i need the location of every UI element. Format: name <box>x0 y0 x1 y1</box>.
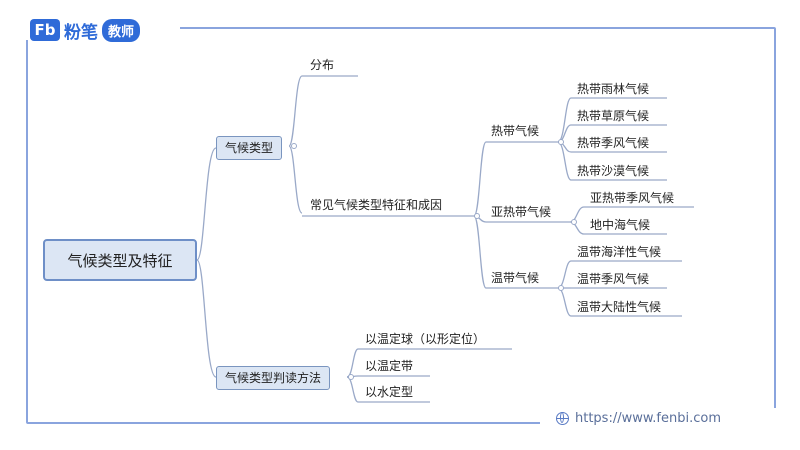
logo-mark: Fb <box>30 19 60 41</box>
node-tropical[interactable]: 热带气候 <box>491 124 540 138</box>
footer-url-text: https://www.fenbi.com <box>575 411 722 426</box>
node-climate-types[interactable]: 气候类型 <box>216 136 283 160</box>
node-temperate[interactable]: 温带气候 <box>491 271 540 285</box>
fenbi-logo: Fb 粉笔 教师 <box>30 18 141 43</box>
leaf-method-zone[interactable]: 以温定带 <box>365 359 414 373</box>
leaf-tropical-desert[interactable]: 热带沙漠气候 <box>577 164 650 178</box>
frame-gap-bottom <box>540 408 780 436</box>
globe-icon <box>556 412 569 425</box>
leaf-method-type[interactable]: 以水定型 <box>365 385 414 399</box>
leaf-temperate-continental[interactable]: 温带大陆性气候 <box>577 300 662 314</box>
logo-badge: 教师 <box>102 18 141 42</box>
node-identification-methods[interactable]: 气候类型判读方法 <box>216 366 331 390</box>
leaf-subtropical-monsoon[interactable]: 亚热带季风气候 <box>590 191 675 205</box>
leaf-temperate-monsoon[interactable]: 温带季风气候 <box>577 272 650 286</box>
node-features[interactable]: 常见气候类型特征和成因 <box>310 198 443 212</box>
root-node[interactable]: 气候类型及特征 <box>43 239 197 281</box>
leaf-tropical-savanna[interactable]: 热带草原气候 <box>577 109 650 123</box>
leaf-tropical-rainforest[interactable]: 热带雨林气候 <box>577 82 650 96</box>
node-distribution[interactable]: 分布 <box>310 58 335 72</box>
leaf-tropical-monsoon[interactable]: 热带季风气候 <box>577 136 650 150</box>
footer-url[interactable]: https://www.fenbi.com <box>556 411 721 426</box>
node-subtropical[interactable]: 亚热带气候 <box>491 205 552 219</box>
logo-text: 粉笔 <box>64 22 98 43</box>
leaf-temperate-maritime[interactable]: 温带海洋性气候 <box>577 245 662 259</box>
page-frame <box>26 27 776 424</box>
leaf-mediterranean[interactable]: 地中海气候 <box>590 218 651 232</box>
leaf-method-hemisphere[interactable]: 以温定球（以形定位） <box>365 332 486 346</box>
